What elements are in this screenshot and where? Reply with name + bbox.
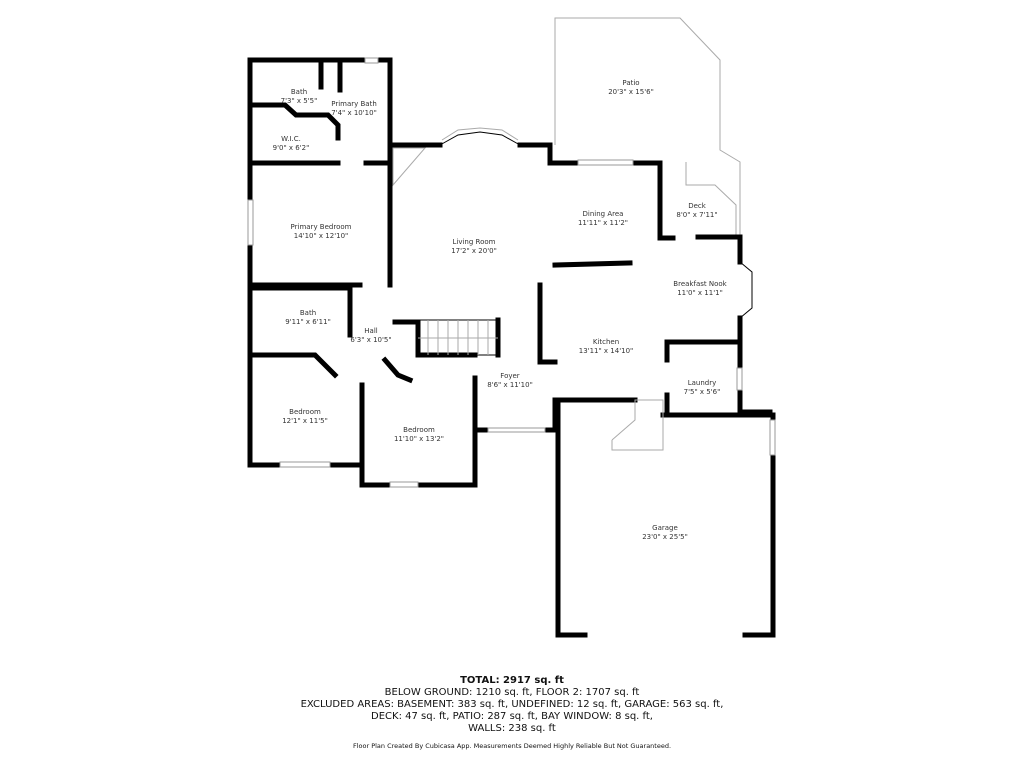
room-deck-name: Deck xyxy=(688,202,707,210)
room-patio-name: Patio xyxy=(622,79,639,87)
room-laundry-dims: 7'5" x 5'6" xyxy=(684,388,721,396)
area-line-4: WALLS: 238 sq. ft xyxy=(468,723,556,734)
area-line-2: EXCLUDED AREAS: BASEMENT: 383 sq. ft, UN… xyxy=(300,699,724,710)
room-labels: Patio 20'3" x 15'6" Bath 7'3" x 5'5" Pri… xyxy=(273,79,728,541)
room-wic-dims: 9'0" x 6'2" xyxy=(273,144,310,152)
disclaimer-footer: Floor Plan Created By Cubicasa App. Meas… xyxy=(352,742,672,750)
room-living-dims: 17'2" x 20'0" xyxy=(451,247,497,255)
room-primary-bedroom-dims: 14'10" x 12'10" xyxy=(294,232,349,240)
room-garage-name: Garage xyxy=(652,524,678,532)
windows xyxy=(247,57,776,488)
room-nook-name: Breakfast Nook xyxy=(673,280,727,288)
room-wic-name: W.I.C. xyxy=(281,135,301,143)
room-living-name: Living Room xyxy=(453,238,496,246)
room-primary-bath-name: Primary Bath xyxy=(331,100,377,108)
room-dining-name: Dining Area xyxy=(583,210,624,218)
room-bedroom1-dims: 12'1" x 11'5" xyxy=(282,417,328,425)
area-line-3: DECK: 47 sq. ft, PATIO: 287 sq. ft, BAY … xyxy=(371,711,653,722)
room-deck-dims: 8'0" x 7'11" xyxy=(676,211,717,219)
room-bath2-name: Bath xyxy=(300,309,316,317)
room-hall-name: Hall xyxy=(364,327,377,335)
room-patio-dims: 20'3" x 15'6" xyxy=(608,88,654,96)
room-foyer-name: Foyer xyxy=(500,372,520,380)
room-bath2-dims: 9'11" x 6'11" xyxy=(285,318,331,326)
patio-outline xyxy=(554,17,741,235)
walls xyxy=(247,57,776,638)
room-laundry-name: Laundry xyxy=(688,379,717,387)
stairs xyxy=(392,147,664,451)
room-bedroom2-dims: 11'10" x 13'2" xyxy=(394,435,444,443)
area-line-1: BELOW GROUND: 1210 sq. ft, FLOOR 2: 1707… xyxy=(384,687,640,698)
room-bath1-dims: 7'3" x 5'5" xyxy=(281,97,318,105)
room-nook-dims: 11'0" x 11'1" xyxy=(677,289,723,297)
room-primary-bedroom-name: Primary Bedroom xyxy=(291,223,352,231)
room-garage-dims: 23'0" x 25'5" xyxy=(642,533,688,541)
room-bath1-name: Bath xyxy=(291,88,307,96)
total-area: TOTAL: 2917 sq. ft xyxy=(460,675,564,686)
room-primary-bath-dims: 7'4" x 10'10" xyxy=(331,109,377,117)
room-kitchen-name: Kitchen xyxy=(593,338,619,346)
room-kitchen-dims: 13'11" x 14'10" xyxy=(579,347,634,355)
room-dining-dims: 11'11" x 11'2" xyxy=(578,219,628,227)
room-hall-dims: 6'3" x 10'5" xyxy=(350,336,391,344)
room-bedroom1-name: Bedroom xyxy=(289,408,321,416)
room-bedroom2-name: Bedroom xyxy=(403,426,435,434)
room-foyer-dims: 8'6" x 11'10" xyxy=(487,381,533,389)
